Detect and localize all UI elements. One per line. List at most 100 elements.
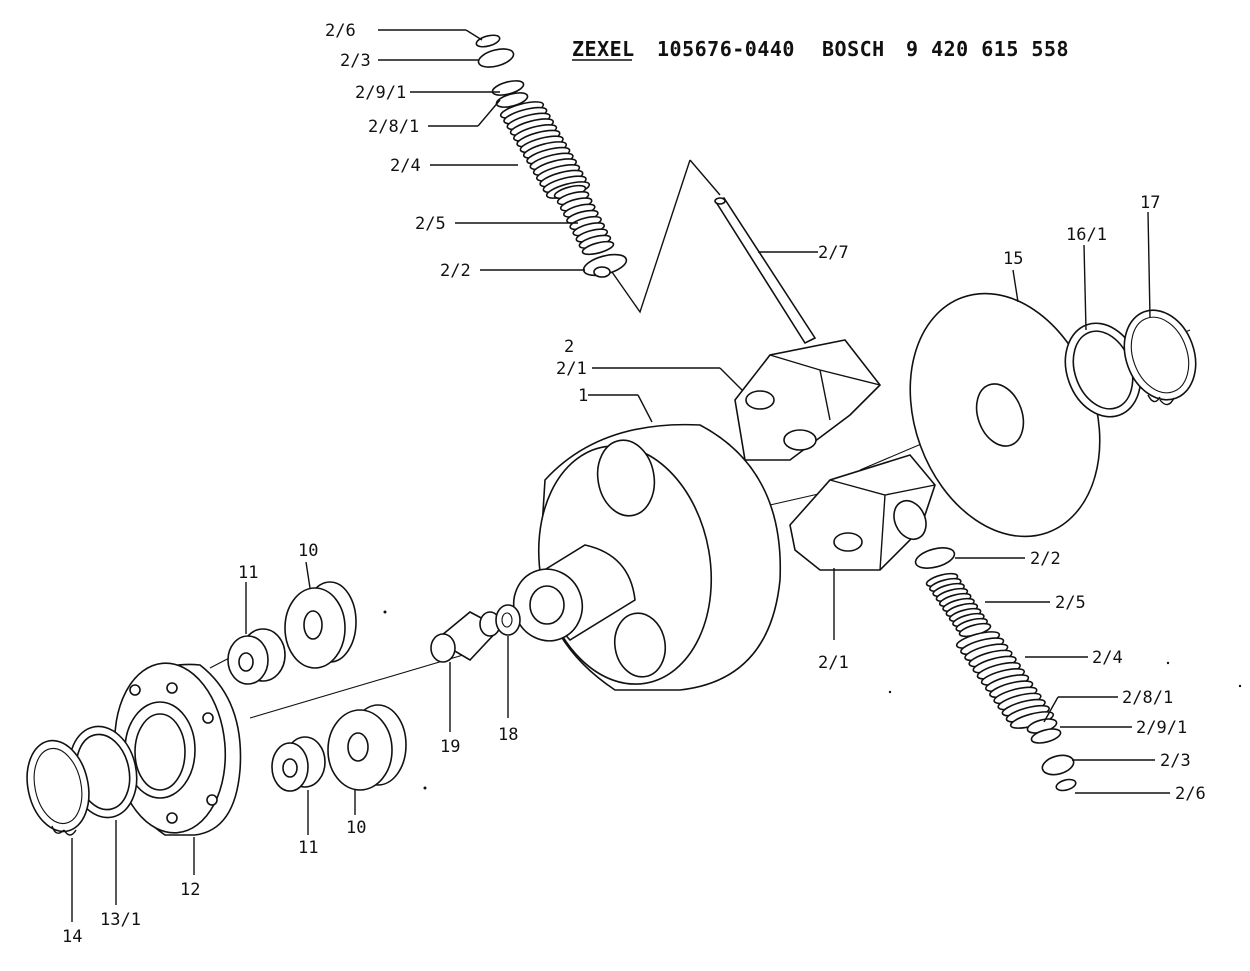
pulley-lower-hole [347,732,369,762]
circlip-inner [1130,316,1190,394]
label-10-top: 10 [298,541,318,561]
label-2-2-top: 2/2 [440,261,471,281]
circlip-outer [1123,309,1197,401]
pulley-part-10-lower [327,704,407,791]
zigzag-leader [604,159,691,314]
label-18: 18 [498,725,518,745]
label-2-3-bot: 2/3 [1160,751,1191,771]
circlip-part-14 [26,739,90,836]
label-2-8-1-top: 2/8/1 [368,117,419,137]
pin-rod [714,196,817,345]
label-13-1: 13/1 [100,910,141,930]
brand-bosch: BOSCH [822,37,885,61]
valve-tip-top [593,266,611,278]
weight-upper-pin [745,390,775,410]
label-1: 1 [578,386,588,406]
rod-guide-line [689,159,721,196]
weight-upper-body [734,339,882,461]
weight-lower-edge2 [879,494,886,571]
lower-spring-coils [925,572,1055,729]
weight-upper-edge2 [819,369,831,421]
disc-part-15 [909,292,1101,538]
leader-10-top [305,561,311,589]
label-11-top: 11 [238,563,258,583]
label-2-9-1-bot: 2/9/1 [1136,718,1187,738]
leader-16-1 [1083,244,1087,331]
label-2-2-bot: 2/2 [1030,549,1061,569]
flange-bolt-hole-4 [206,794,218,806]
upper-spring-coils [499,101,615,256]
roller-lower-hole [282,758,298,778]
label-2-7: 2/7 [818,243,849,263]
valve-cone-bottom [914,547,956,569]
flange-bolt-hole-5 [166,812,178,824]
scan-specks [383,610,1242,790]
housing-hole-top [596,439,656,517]
speck [888,690,892,694]
speck [1238,684,1242,688]
washer-2-9-1-bottom [1030,728,1062,744]
retainer-cap-top [475,34,501,48]
upper-spring-stack [475,34,628,278]
washer-outer [495,604,521,636]
leader-lines [71,29,1170,922]
pin-rod-body [714,196,817,345]
lower-spring-stack [914,547,1077,792]
housing-hub-bore [529,585,565,625]
spring-seat-bottom [1041,754,1075,776]
label-2-4-top: 2/4 [390,156,421,176]
label-2-6-top: 2/6 [325,21,356,41]
leader-2-8-1-top-b [477,99,501,127]
circlip-14-lugs [51,825,77,836]
pulley-upper-hole [303,610,323,640]
weight-block-lower [789,454,936,571]
label-15: 15 [1003,249,1023,269]
label-11-bot: 11 [298,838,318,858]
label-2: 2 [564,337,574,357]
spring-seat-top [477,48,515,68]
ring-part-16-1 [1064,322,1142,418]
housing-part-1 [512,423,782,691]
leader-15 [1012,269,1019,303]
label-2-9-1-top: 2/9/1 [355,83,406,103]
weight-lower-pin [833,532,863,552]
zexel-part-number: 105676-0440 [657,37,795,61]
weight-upper-bore [783,429,817,451]
flange-bore [134,713,186,791]
bosch-part-number: 9 420 615 558 [906,37,1069,61]
spring-coil-inner-top [581,240,615,256]
weight-lower-bore [893,499,927,541]
label-16-1: 16/1 [1066,225,1107,245]
washer-part-18 [495,604,521,636]
retainer-cap-bottom [1055,778,1077,792]
label-2-1-bot: 2/1 [818,653,849,673]
label-2-5-top: 2/5 [415,214,446,234]
brand-zexel: ZEXEL [572,37,635,61]
label-10-bot: 10 [346,818,366,838]
flange-bolt-hole-2 [166,682,178,694]
label-2-8-1-bot: 2/8/1 [1122,688,1173,708]
roller-upper-hole [238,652,254,672]
bush-part-19 [430,611,502,663]
leader-17 [1147,211,1151,319]
label-2-3-top: 2/3 [340,51,371,71]
label-17: 17 [1140,193,1160,213]
pin-rod-end [714,197,726,205]
part-labels: 2/6 2/3 2/9/1 2/8/1 2/4 2/5 2/2 2/7 15 1… [62,21,1206,947]
leader-2-1-top-b [719,367,743,391]
leader-2-8-1-bot-b [1043,696,1059,723]
speck [423,786,427,790]
label-2-6-bot: 2/6 [1175,784,1206,804]
leader-1-b [637,394,653,423]
label-14: 14 [62,927,82,947]
label-2-4-bot: 2/4 [1092,648,1123,668]
label-2-5-bot: 2/5 [1055,593,1086,613]
speck [383,610,387,614]
washer-inner [501,612,513,628]
weight-block-upper [734,339,882,461]
label-12: 12 [180,880,200,900]
speck [1166,661,1170,665]
flange-part-12 [109,662,242,836]
